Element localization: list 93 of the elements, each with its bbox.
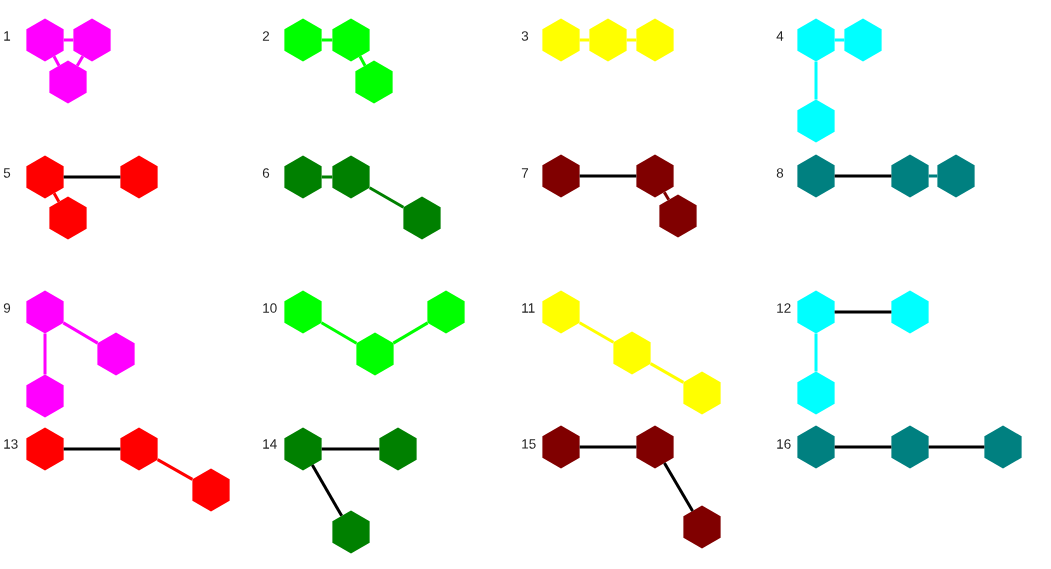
hexagon	[356, 332, 394, 376]
connector-line	[834, 445, 892, 449]
hexagon	[542, 425, 580, 469]
hexagon	[844, 18, 882, 62]
hexagon	[613, 331, 651, 375]
connector-line	[320, 321, 358, 345]
hexagon	[891, 425, 929, 469]
connector-line	[321, 38, 333, 42]
hexagon	[542, 18, 580, 62]
hexagon	[636, 18, 674, 62]
hexagon	[636, 154, 674, 198]
connector-line	[928, 445, 985, 449]
hexagon	[26, 427, 64, 471]
hexagon	[891, 290, 929, 334]
connector-line	[358, 55, 367, 67]
hexagon	[937, 154, 975, 198]
hexagon	[542, 154, 580, 198]
hexagon	[284, 427, 322, 471]
panel-number: 7	[521, 168, 529, 178]
panel-number: 13	[4, 439, 18, 449]
hexagon	[797, 154, 835, 198]
connector-line	[814, 333, 818, 372]
hexagon	[797, 99, 835, 143]
hexagon	[332, 510, 370, 554]
hexagon	[683, 505, 721, 549]
hexagon	[797, 371, 835, 415]
hexagon	[192, 468, 230, 512]
connector-line	[834, 38, 845, 42]
panel-number: 6	[262, 168, 270, 178]
connector-line	[579, 445, 637, 449]
connector-line	[321, 447, 380, 451]
hexagon	[355, 60, 393, 104]
connector-line	[52, 55, 61, 67]
hexagon	[683, 371, 721, 415]
connector-line	[579, 38, 590, 42]
hexagon	[379, 427, 417, 471]
hexagon	[26, 374, 64, 418]
hexagon	[589, 18, 627, 62]
panel-number: 2	[262, 31, 270, 41]
hexagon	[797, 425, 835, 469]
hexagon	[49, 196, 87, 240]
hexagon	[332, 155, 370, 199]
hexagon	[284, 290, 322, 334]
hexagon	[26, 290, 64, 334]
panel-number: 4	[776, 31, 784, 41]
connector-line	[63, 175, 121, 179]
connector-line	[52, 192, 61, 203]
panel-number: 9	[3, 303, 11, 313]
connector-line	[649, 362, 685, 384]
connector-line	[62, 321, 99, 345]
connector-line	[834, 310, 892, 314]
hexagon	[49, 60, 87, 104]
hexagon	[97, 332, 135, 376]
panel-number: 14	[263, 439, 277, 449]
panel-number: 16	[777, 439, 791, 449]
panel-number: 3	[521, 31, 529, 41]
hexagon	[797, 18, 835, 62]
connector-line	[63, 38, 74, 42]
connector-line	[311, 464, 343, 517]
connector-line	[156, 458, 194, 481]
hexagon	[797, 290, 835, 334]
hexagon	[120, 155, 158, 199]
hexagon	[73, 18, 111, 62]
hexagon	[636, 425, 674, 469]
panel-number: 5	[3, 168, 11, 178]
connector-line	[663, 191, 670, 201]
panel-number: 1	[4, 31, 11, 41]
connector-line	[579, 174, 637, 178]
connector-line	[392, 321, 429, 345]
hexagon	[659, 194, 697, 238]
hexagon	[427, 290, 465, 334]
hexagon	[26, 18, 64, 62]
hexagon	[120, 427, 158, 471]
hexagon	[891, 154, 929, 198]
hexagon	[26, 155, 64, 199]
hexagon	[284, 18, 322, 62]
connector-line	[321, 175, 333, 179]
connector-line	[663, 462, 694, 512]
connector-line	[43, 333, 47, 375]
panel-number: 8	[776, 168, 784, 178]
hexagon	[542, 290, 580, 334]
hexagon	[332, 18, 370, 62]
connector-line	[928, 174, 938, 178]
hexagon	[284, 155, 322, 199]
connector-line	[63, 447, 121, 451]
connector-line	[75, 55, 85, 67]
connector-line	[626, 38, 637, 42]
hexagon	[403, 196, 441, 240]
connector-line	[578, 321, 615, 344]
connector-line	[368, 186, 405, 209]
connector-line	[834, 174, 892, 178]
hexagon	[984, 425, 1022, 469]
connector-line	[814, 61, 818, 100]
